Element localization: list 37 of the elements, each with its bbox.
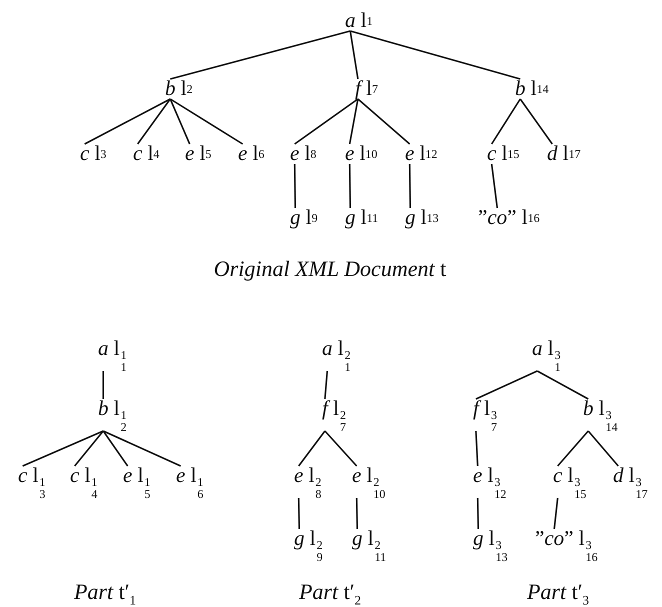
tree-edge xyxy=(298,498,300,530)
caption-text: Part t′$_{3}$ xyxy=(526,579,590,607)
tree-edge xyxy=(22,430,104,467)
caption-text: Part t′$_{2}$ xyxy=(298,579,362,607)
tree-edge xyxy=(74,430,104,466)
caption-text: Original XML Document t xyxy=(214,256,446,282)
tree-edge xyxy=(553,498,558,530)
tree-edge xyxy=(324,430,358,467)
tree-edge xyxy=(170,98,244,145)
tree-edge xyxy=(536,370,589,400)
tree-edge xyxy=(170,30,350,80)
tree-edge xyxy=(102,430,128,466)
tree-edge xyxy=(356,498,358,530)
tree-edge xyxy=(490,164,498,208)
tree-edge xyxy=(520,98,553,144)
tree-edge xyxy=(476,370,538,400)
tree-edge xyxy=(490,98,521,144)
tree-edge xyxy=(84,98,171,145)
tree-edge xyxy=(348,164,352,208)
tree-edge xyxy=(357,98,410,145)
tree-edge xyxy=(348,98,359,144)
tree-edge xyxy=(102,430,181,467)
caption-text: Part t′$_{1}$ xyxy=(74,579,136,607)
tree-edge xyxy=(350,30,520,80)
tree-edge xyxy=(170,98,190,144)
tree-edge xyxy=(408,164,412,208)
tree-edge xyxy=(557,430,589,467)
tree-edge xyxy=(324,370,328,400)
tree-edge xyxy=(475,430,478,466)
tree-edge xyxy=(102,371,104,399)
tree-edge xyxy=(294,164,296,208)
tree-edge xyxy=(294,98,358,145)
tree-edge xyxy=(476,498,480,530)
tree-edge xyxy=(588,430,619,467)
tree-edge xyxy=(349,30,359,80)
tree-edge xyxy=(298,430,326,466)
tree-edge xyxy=(137,98,171,144)
